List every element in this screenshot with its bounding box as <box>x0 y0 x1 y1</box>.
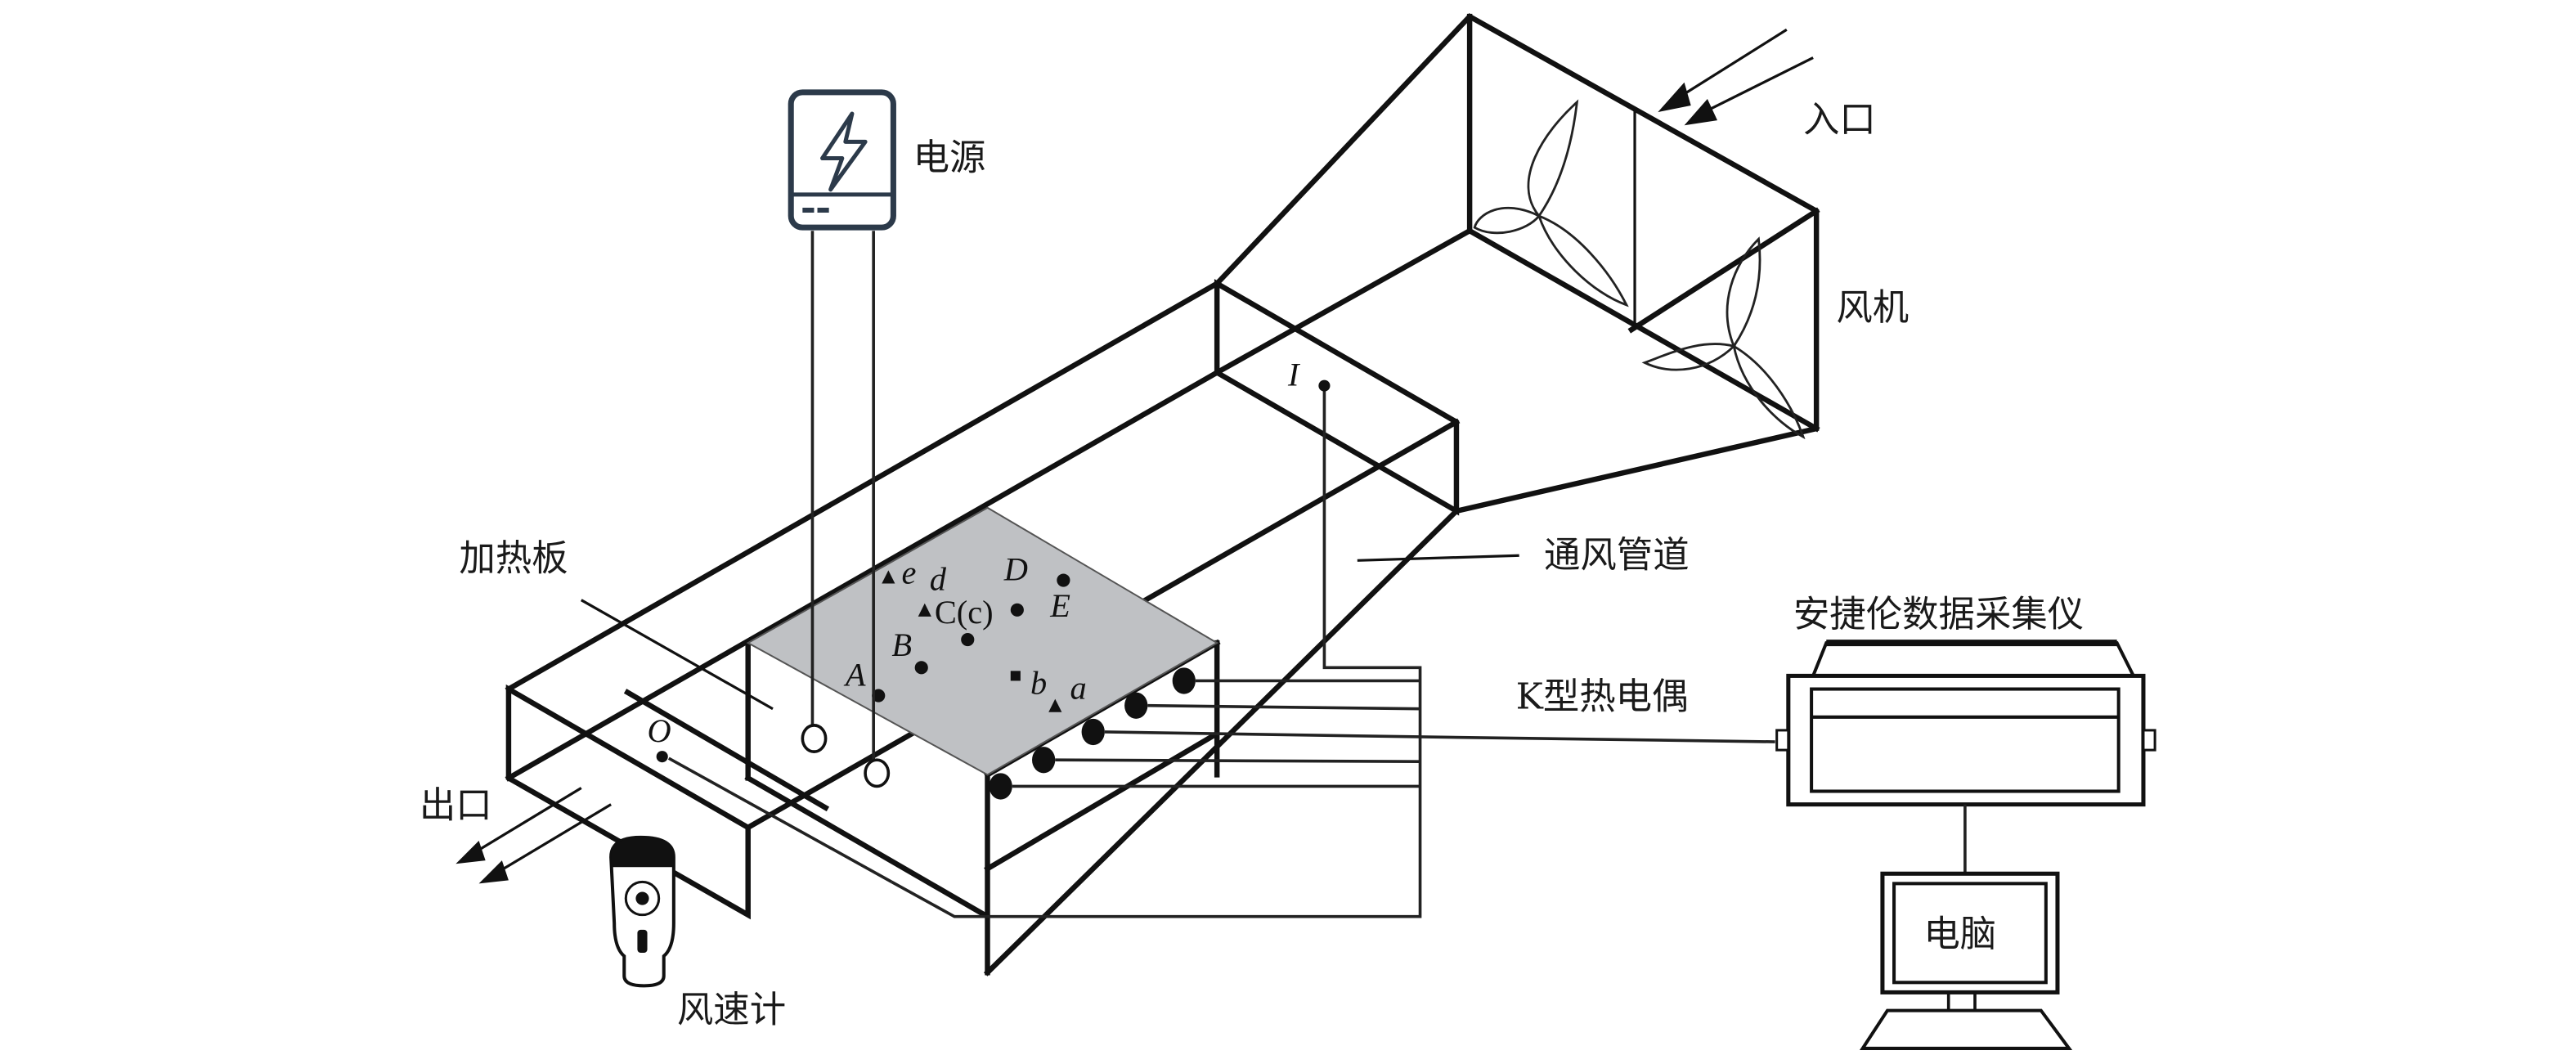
power-supply-label: 电源 <box>913 137 986 179</box>
heater-plate <box>746 506 1219 776</box>
point-a-triangle <box>1048 698 1062 712</box>
junction-dot <box>989 773 1012 800</box>
point-e-triangle <box>882 570 895 584</box>
point-b-marker <box>1010 671 1021 681</box>
arrow-head-icon <box>456 840 486 864</box>
arrow-line <box>1697 56 1814 117</box>
data-logger-label: 安捷伦数据采集仪 <box>1793 594 2084 635</box>
outer-wire-loop <box>891 388 1422 918</box>
measurement-points: A B C(c) E D e d b a <box>843 551 1087 712</box>
outlet-sensor-label: O <box>648 712 671 749</box>
point-e-label: e <box>902 554 917 591</box>
point-d-label: d <box>930 561 947 598</box>
outlet-arrows <box>456 787 612 884</box>
inlet-label: 入口 <box>1803 99 1876 141</box>
outlet-sensor-wire <box>667 756 893 883</box>
arrow-head-icon <box>1684 98 1717 126</box>
arrow-line <box>1670 28 1788 104</box>
duct-lower-edge <box>744 774 991 921</box>
point-B-label: B <box>891 626 912 663</box>
point-A-marker <box>872 689 886 703</box>
power-terminal <box>864 758 891 788</box>
fan-box <box>1213 13 1820 514</box>
duct-leader <box>1357 554 1519 562</box>
point-A-label: A <box>843 657 866 694</box>
anemometer-label: 风速计 <box>677 990 786 1031</box>
heater-box-mid-edge <box>984 730 1221 873</box>
junction-dot <box>1081 718 1105 746</box>
outlet-sensor-marker <box>656 751 668 763</box>
monitor-icon <box>1859 871 2073 1050</box>
junction-dot <box>1032 747 1056 774</box>
point-E-marker <box>1057 573 1070 587</box>
inlet-arrows <box>1658 28 1814 126</box>
arrow-head-icon <box>1658 82 1691 113</box>
heater-plate-label: 加热板 <box>459 537 568 579</box>
data-logger-icon <box>1775 640 2156 807</box>
computer-label: 电脑 <box>1923 914 1996 955</box>
fan-box-inner-edge <box>1627 207 1820 334</box>
thermocouple-trunk-wire <box>1420 735 1775 743</box>
thermocouple-junctions <box>989 667 1196 800</box>
duct-inlet-face <box>1214 279 1460 516</box>
thermocouple-label: K型热电偶 <box>1516 676 1689 718</box>
lightning-bolt-icon <box>820 111 868 192</box>
point-center-marker <box>1010 603 1024 617</box>
point-D-label: D <box>1003 551 1028 588</box>
point-b-label: b <box>1030 665 1047 702</box>
point-C-marker <box>961 633 975 647</box>
duct-inner-edge <box>623 689 830 812</box>
power-supply: 电源 <box>788 89 986 788</box>
inlet-sensor-marker <box>1318 379 1331 392</box>
point-B-marker <box>914 661 928 675</box>
fan-icon <box>1473 99 1629 308</box>
fan-box-floor-edge <box>1213 227 1820 433</box>
heater-plate-surface <box>746 506 1219 776</box>
duct-bottom-front-edge <box>983 507 1461 976</box>
outlet-label: 出口 <box>420 785 492 827</box>
point-c-triangle <box>918 603 931 617</box>
point-C-label: C(c) <box>935 594 994 631</box>
fan-label: 风机 <box>1836 287 1909 329</box>
power-terminal <box>801 724 828 753</box>
fan-box-outer-edge <box>1213 13 1820 514</box>
inlet-sensor-label: I <box>1287 357 1300 393</box>
duct-top-back-edge <box>505 280 1221 693</box>
duct-label: 通风管道 <box>1544 534 1690 576</box>
handheld-anemometer-icon <box>609 835 675 988</box>
fan-icon <box>1641 236 1806 440</box>
point-E-label: E <box>1049 587 1070 624</box>
duct-outlet-face <box>505 684 751 920</box>
arrow-head-icon <box>478 860 509 884</box>
thermocouple-wires <box>667 388 1775 918</box>
heater-plate-leader <box>580 599 774 711</box>
junction-dot <box>1172 667 1196 694</box>
junction-dot <box>1124 692 1148 719</box>
duct-bottom-back-edge <box>505 369 1221 782</box>
point-a-label: a <box>1070 670 1086 707</box>
